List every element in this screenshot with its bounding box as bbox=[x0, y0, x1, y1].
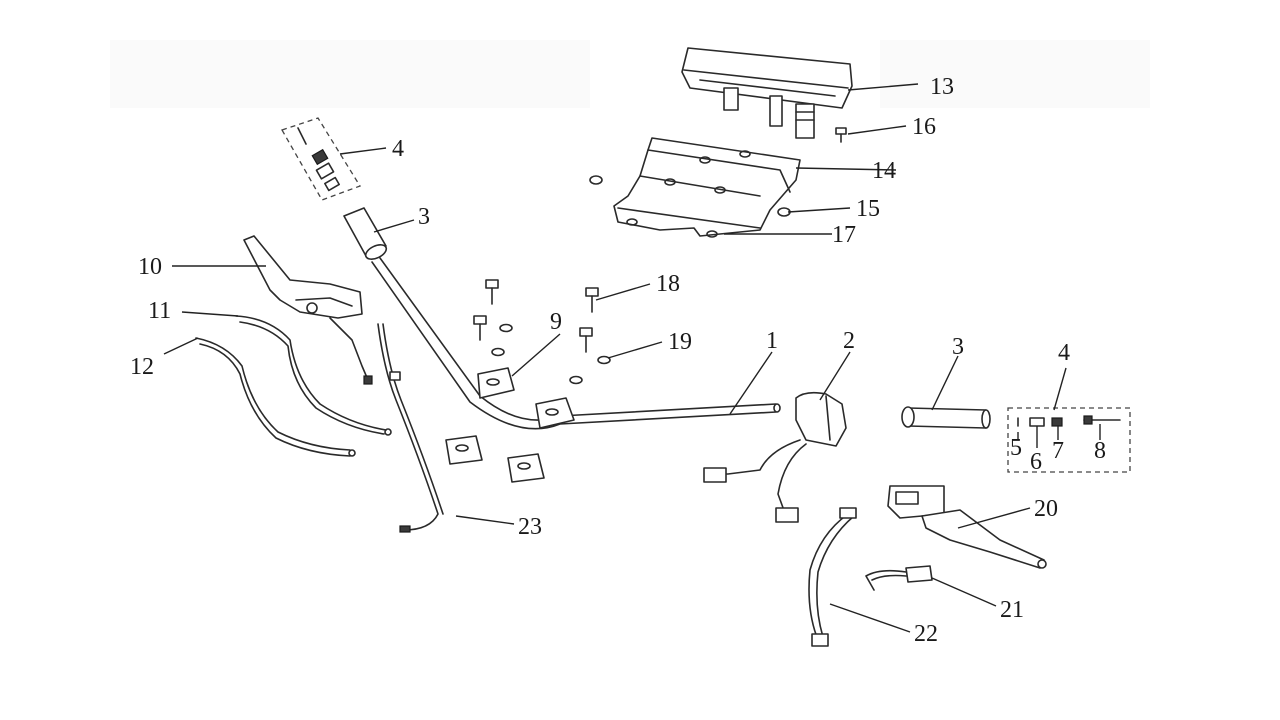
callout-8: 8 bbox=[1094, 438, 1106, 464]
callout-11: 11 bbox=[148, 298, 171, 324]
choke-cable bbox=[377, 323, 444, 533]
callout-3: 3 bbox=[418, 204, 430, 230]
callout-4: 4 bbox=[1058, 340, 1070, 366]
callout-13: 13 bbox=[930, 74, 954, 100]
right-grip bbox=[901, 406, 991, 429]
brake-hose bbox=[808, 507, 857, 647]
callout-21: 21 bbox=[1000, 597, 1024, 623]
callout-3: 3 bbox=[952, 334, 964, 360]
callout-16: 16 bbox=[912, 114, 936, 140]
left-end-cap-kit bbox=[281, 117, 361, 201]
brake-light-switch bbox=[865, 565, 933, 591]
clutch-lever-assembly bbox=[243, 235, 373, 385]
handlebar-clamps bbox=[445, 367, 575, 483]
right-switch-housing bbox=[703, 391, 847, 523]
callout-22: 22 bbox=[914, 621, 938, 647]
brake-master-cylinder bbox=[887, 485, 1047, 569]
handlebar bbox=[371, 257, 781, 430]
callout-2: 2 bbox=[843, 328, 855, 354]
leader-lines bbox=[163, 83, 1101, 633]
washers bbox=[491, 323, 611, 385]
screw-16 bbox=[835, 127, 847, 143]
callout-4: 4 bbox=[392, 136, 404, 162]
callout-5: 5 bbox=[1010, 435, 1022, 461]
throttle-cable-12 bbox=[195, 337, 356, 457]
callout-19: 19 bbox=[668, 329, 692, 355]
callout-12: 12 bbox=[130, 354, 154, 380]
callout-15: 15 bbox=[856, 196, 880, 222]
callout-7: 7 bbox=[1052, 438, 1064, 464]
left-grip bbox=[343, 207, 388, 260]
background-panel-right bbox=[880, 40, 1150, 108]
background-panel-left bbox=[110, 40, 590, 108]
callout-6: 6 bbox=[1030, 449, 1042, 475]
callout-18: 18 bbox=[656, 271, 680, 297]
clamp-bolts bbox=[473, 279, 599, 353]
callout-labels: 1 2 3 3 4 4 5 6 7 8 9 10 11 12 13 14 15 … bbox=[130, 74, 1106, 647]
callout-9: 9 bbox=[550, 309, 562, 335]
callout-14: 14 bbox=[872, 158, 896, 184]
instrument-bracket bbox=[613, 137, 801, 238]
callout-20: 20 bbox=[1034, 496, 1058, 522]
callout-1: 1 bbox=[766, 328, 778, 354]
throttle-cable-11 bbox=[235, 315, 392, 436]
callout-10: 10 bbox=[138, 254, 162, 280]
callout-17: 17 bbox=[832, 222, 856, 248]
nuts-15 bbox=[589, 175, 791, 217]
right-end-cap-kit bbox=[1007, 407, 1131, 473]
instrument-cluster bbox=[681, 47, 853, 139]
callout-23: 23 bbox=[518, 514, 542, 540]
